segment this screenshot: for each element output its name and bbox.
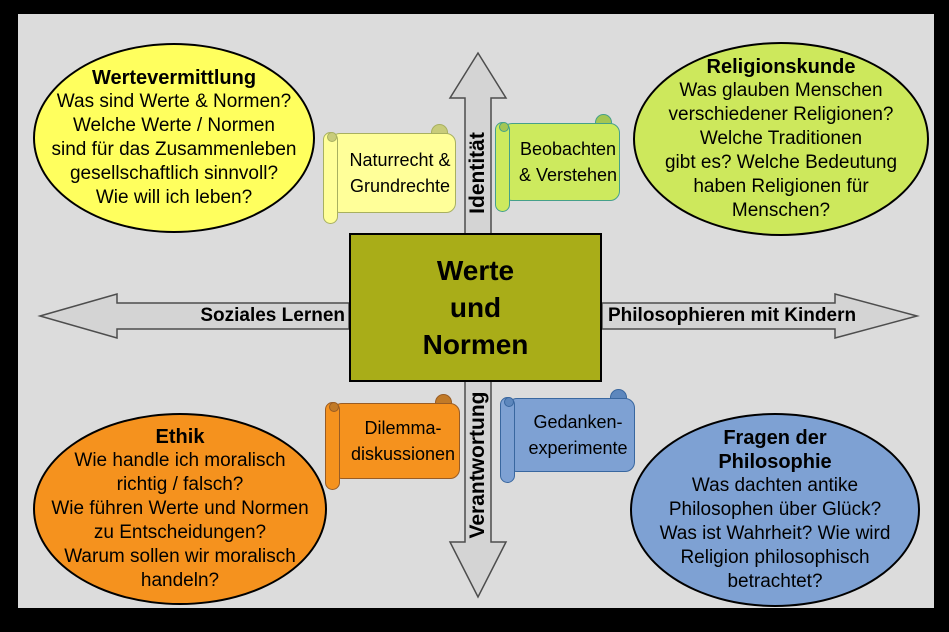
ellipse-wertevermittlung: Wertevermittlung Was sind Werte & Normen… [33,43,315,233]
ellipse-title: Ethik [155,426,205,448]
ellipse-religionskunde: Religionskunde Was glauben Menschen vers… [633,42,929,236]
scroll-naturrecht-grundrechte: Naturrecht & Grundrechte [323,124,456,224]
center-topic-box: Werte und Normen [349,233,602,382]
ellipse-title: Religionskunde [706,56,856,78]
scroll-gedankenexperimente: Gedanken- experimente [500,389,635,483]
ellipse-text: Was dachten antike Philosophen über Glüc… [659,475,891,592]
center-topic-line: Normen [422,329,529,360]
scroll-text: Naturrecht & Grundrechte [330,133,456,213]
diagram-canvas: Soziales Lernen Philosophieren mit Kinde… [18,14,934,608]
scroll-text: Dilemma- diskussionen [332,403,460,479]
scroll-text: Beobachten & Verstehen [502,123,620,201]
scroll-roll-icon [500,397,515,483]
ellipse-title: Wertevermittlung [91,67,257,89]
ellipse-text: Was glauben Menschen verschiedener Relig… [664,80,898,221]
scroll-roll-icon [325,402,340,490]
center-topic-line: und [449,292,502,323]
scroll-beobachten-verstehen: Beobachten & Verstehen [495,114,620,212]
scroll-eye-icon [327,132,337,142]
scroll-roll-icon [323,132,338,224]
scroll-text: Gedanken- experimente [507,398,635,472]
ellipse-text: Wie handle ich moralisch richtig / falsc… [51,450,309,591]
scroll-dilemmadiskussionen: Dilemma- diskussionen [325,394,460,490]
scroll-roll-icon [495,122,510,212]
scroll-eye-icon [329,402,339,412]
axis-label-verantwortung: Verantwortung [466,391,489,539]
axis-label-soziales-lernen: Soziales Lernen [200,305,345,326]
right-arrow-shape [601,293,920,339]
center-topic-line: Werte [436,255,515,286]
ellipse-title: Fragen der Philosophie [718,427,832,473]
ellipse-ethik: Ethik Wie handle ich moralisch richtig /… [33,413,327,605]
scroll-eye-icon [504,397,514,407]
axis-label-philosophieren-mit-kindern: Philosophieren mit Kindern [608,305,857,326]
ellipse-fragen-der-philosophie: Fragen der Philosophie Was dachten antik… [630,413,920,607]
scroll-eye-icon [499,122,509,132]
ellipse-text: Was sind Werte & Normen? Welche Werte / … [51,91,297,208]
